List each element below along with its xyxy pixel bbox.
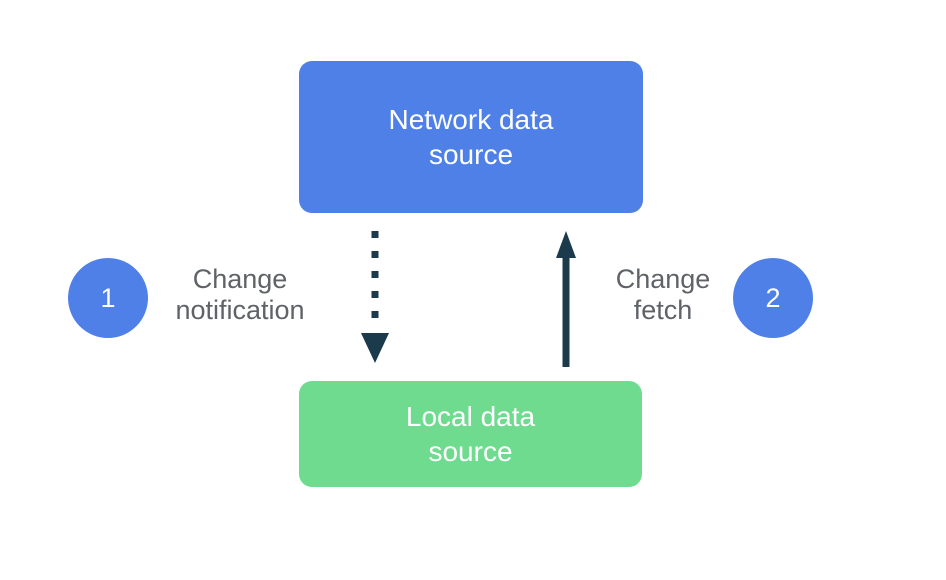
- step-2-badge: 2: [733, 258, 813, 338]
- local-box-label-line1: Local data: [405, 401, 536, 432]
- step-1-label-line1: Change: [192, 264, 288, 294]
- step-2-label: Change fetch: [593, 264, 733, 326]
- change-fetch-arrow-icon: [556, 231, 576, 367]
- local-data-source-box: Local data source: [299, 381, 642, 487]
- step-1-label-line2: notification: [175, 295, 305, 325]
- network-box-label-line2: source: [428, 139, 514, 170]
- step-1-badge: 1: [68, 258, 148, 338]
- local-box-label-line2: source: [428, 436, 513, 467]
- network-data-source-box: Network data source: [299, 61, 643, 213]
- change-notification-arrow-icon: [361, 231, 389, 363]
- step-2-label-line1: Change: [615, 264, 711, 294]
- step-1-label: Change notification: [130, 264, 350, 326]
- network-box-label-line1: Network data: [388, 104, 554, 135]
- step-1-number: 1: [100, 282, 116, 313]
- step-2-label-line2: fetch: [633, 295, 693, 325]
- step-2-number: 2: [765, 282, 781, 313]
